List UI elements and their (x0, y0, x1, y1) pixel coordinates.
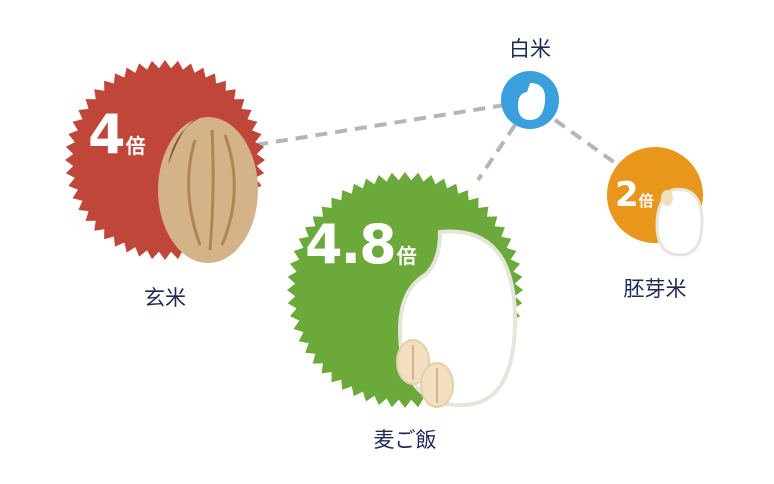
germ-rice-grain-icon (655, 187, 704, 257)
label-genmai: 玄米 (144, 286, 186, 310)
connector-haiga (553, 118, 620, 167)
multiplier-unit: 倍 (638, 192, 654, 210)
multiplier-value: 4 (88, 103, 126, 166)
white-rice-small-icon (517, 83, 546, 120)
multiplier-value: 4.8 (305, 213, 397, 276)
label-haigamai: 胚芽米 (623, 277, 687, 301)
barley-grain-icon (396, 339, 454, 408)
brown-rice-grain-icon (158, 117, 258, 263)
multiplier-unit: 倍 (125, 134, 146, 158)
multiplier-value: 2 (615, 175, 639, 215)
label-hakumai: 白米 (509, 37, 551, 61)
connector-genmai (254, 103, 506, 147)
connector-mugi (476, 123, 517, 182)
label-mugigohan: 麦ご飯 (373, 428, 437, 452)
multiplier-unit: 倍 (396, 244, 417, 268)
